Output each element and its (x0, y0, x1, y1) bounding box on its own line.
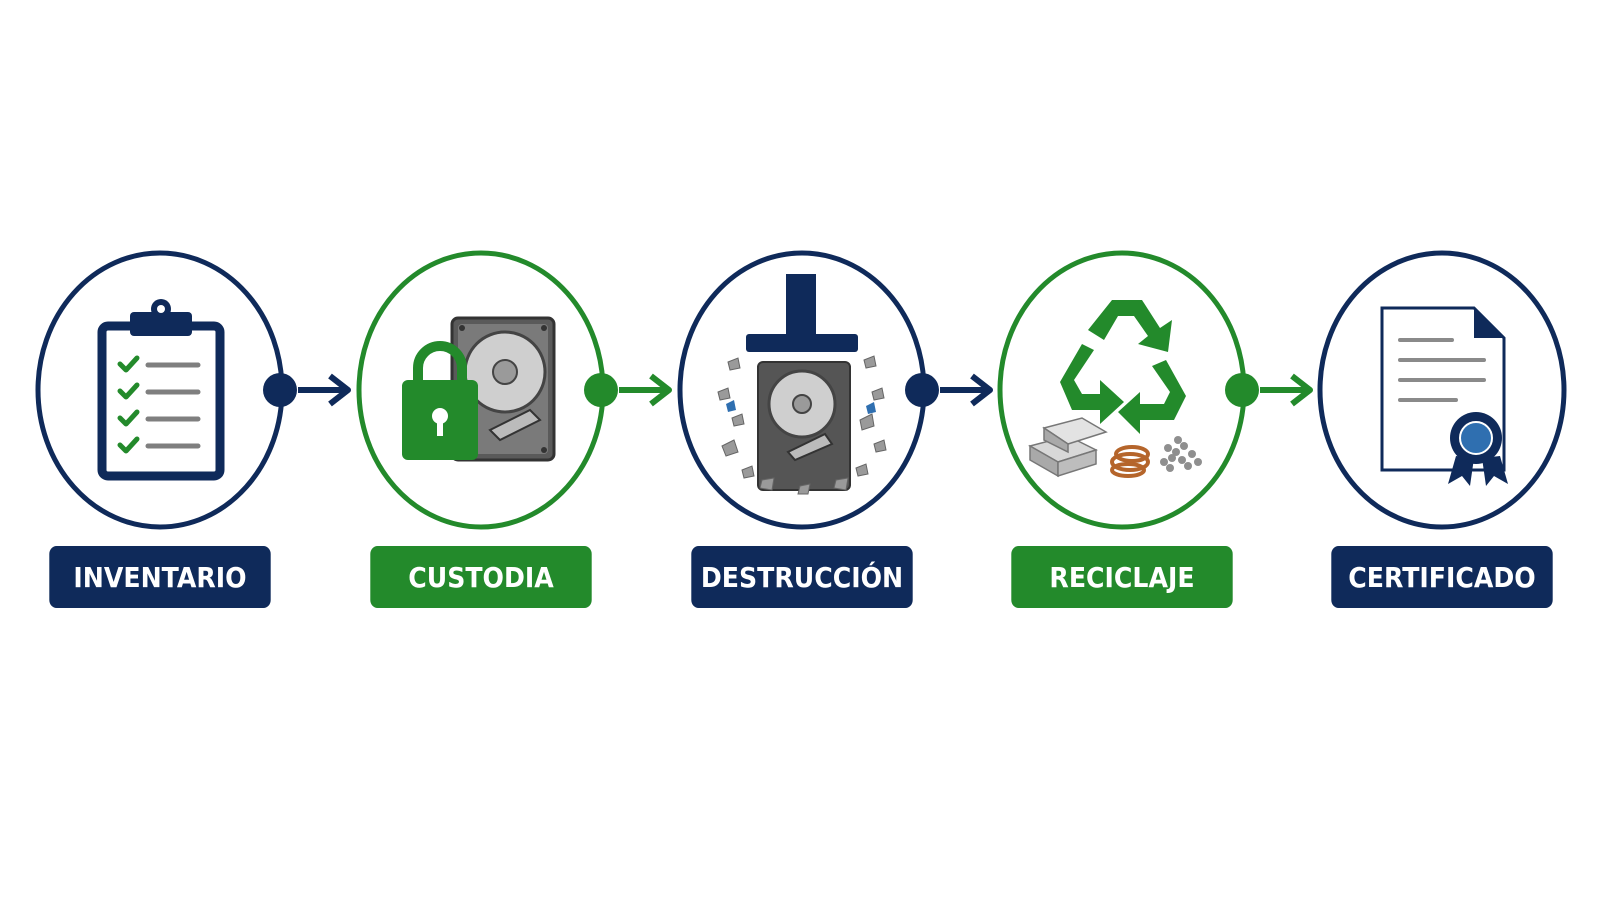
hard-drive-shredder-icon (717, 274, 887, 495)
step-label-inventario: INVENTARIO (49, 546, 271, 608)
step-label-custodia: CUSTODIA (370, 546, 592, 608)
padlock-hard-drive-icon (402, 316, 556, 462)
certificate-document-icon (1380, 306, 1508, 486)
clipboard-checklist-icon (97, 299, 225, 481)
connector-3-4 (905, 373, 993, 407)
step-4-circle (997, 250, 1247, 530)
step-label-destruccion: DESTRUCCIÓN (691, 546, 913, 608)
step-label-reciclaje: RECICLAJE (1011, 546, 1233, 608)
recycle-materials-icon (1028, 300, 1202, 478)
connector-1-2 (263, 373, 351, 407)
connector-4-5 (1225, 373, 1313, 407)
step-label-certificado: CERTIFICADO (1331, 546, 1553, 608)
connector-2-3 (584, 373, 672, 407)
